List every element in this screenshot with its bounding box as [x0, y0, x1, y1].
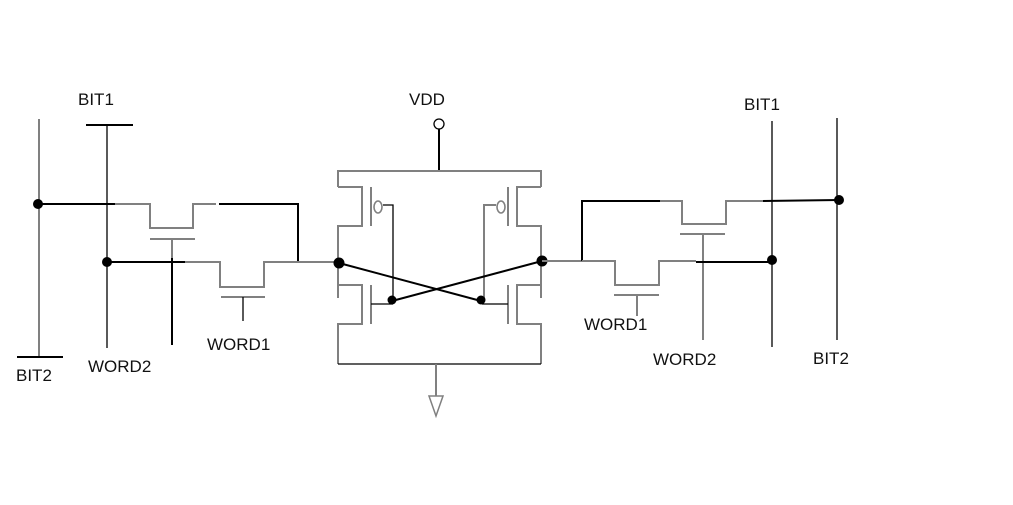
right-word2-label: WORD2 [653, 350, 716, 369]
pmos-right-bubble [496, 200, 506, 214]
cross-wire-right-to-left [391, 260, 543, 302]
pmos-left-gate-wire [383, 204, 394, 300]
right-bit2-label: BIT2 [813, 349, 849, 368]
left-word2-label: WORD2 [88, 357, 151, 376]
right-bit2-junction [834, 195, 844, 205]
nmos-left-gate-junction [387, 295, 397, 305]
nmos-right-body [516, 284, 542, 364]
vdd-label: VDD [409, 90, 445, 109]
vdd-terminal [433, 118, 445, 171]
left-access-transistor-word1-channel [185, 261, 340, 288]
pmos-left-body [337, 186, 363, 298]
left-access-transistor-word2-channel [115, 203, 216, 229]
right-word1-label: WORD1 [584, 315, 647, 334]
right-bit1-junction [767, 255, 777, 265]
left-upper-to-node [219, 203, 299, 263]
left-bit2-label: BIT2 [16, 366, 52, 385]
pmos-left-bubble [373, 200, 383, 214]
vdd-terminal-circle [433, 118, 445, 130]
vdd-rail [337, 170, 542, 187]
ground-symbol-icon [427, 395, 445, 419]
nmos-left-body [337, 284, 363, 364]
right-access-transistor-word2-channel [660, 200, 763, 225]
left-bit2-junction [33, 199, 43, 209]
right-upper-to-bit2 [762, 199, 840, 202]
right-upper-wire [581, 200, 662, 261]
left-bitlines [17, 119, 133, 358]
left-bit1-junction [102, 257, 112, 267]
left-bit1-label: BIT1 [78, 90, 114, 109]
nmos-right-gate-junction [476, 295, 486, 305]
pmos-right-body [516, 186, 542, 298]
node-left-junction [333, 257, 345, 269]
right-bit1-label: BIT1 [744, 95, 780, 114]
right-access-transistor-word1-channel [582, 260, 696, 286]
left-word1-label: WORD1 [207, 335, 270, 354]
pmos-right-gate-wire [483, 204, 496, 300]
cross-wire-left-to-right [338, 262, 482, 302]
